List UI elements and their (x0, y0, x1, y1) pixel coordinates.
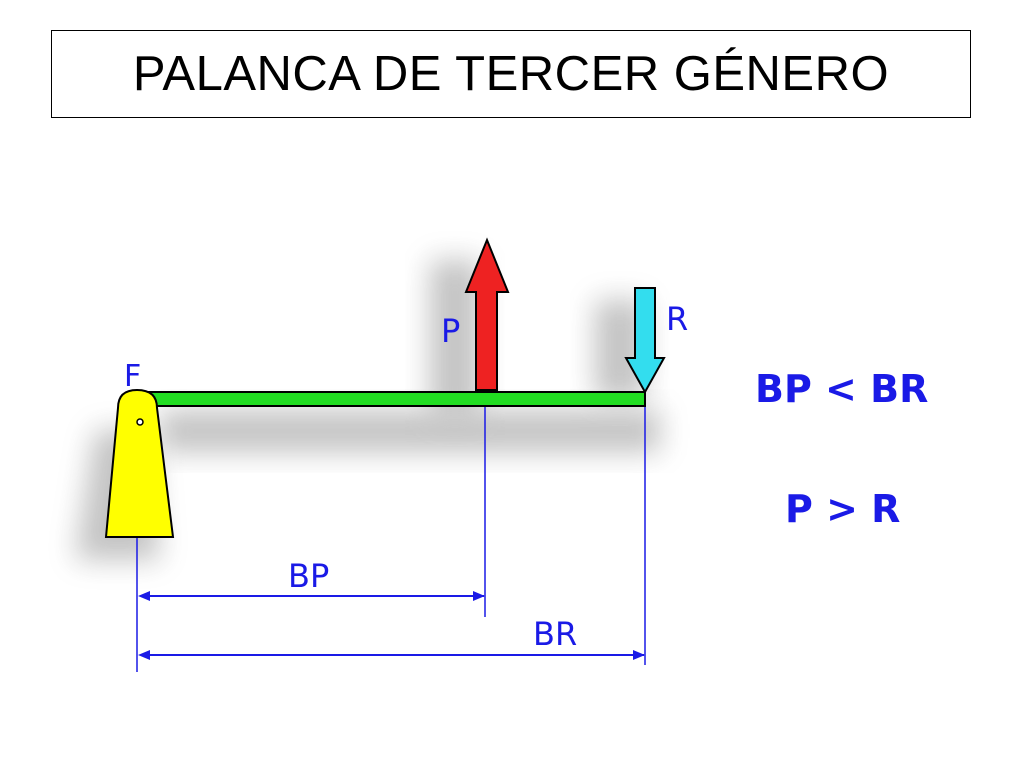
fulcrum-pivot (136, 418, 144, 426)
resistance-label: R (666, 300, 688, 338)
effort-label: P (441, 312, 460, 350)
resistance-arm-label: BR (533, 615, 577, 653)
effort-arrow (464, 237, 510, 391)
effort-arm-label: BP (288, 557, 329, 595)
effort-arm-arrowhead-left (138, 591, 150, 601)
arms-relation: BP < BR (755, 367, 928, 411)
forces-relation: P > R (785, 487, 900, 531)
title-box: PALANCA DE TERCER GÉNERO (51, 30, 971, 118)
resistance-arrow (624, 287, 666, 395)
page-title: PALANCA DE TERCER GÉNERO (132, 46, 890, 101)
fulcrum-support (104, 388, 175, 538)
lever-bar (136, 391, 646, 407)
resistance-arm-arrowhead-left (138, 650, 150, 660)
fulcrum-label: F (124, 359, 141, 394)
